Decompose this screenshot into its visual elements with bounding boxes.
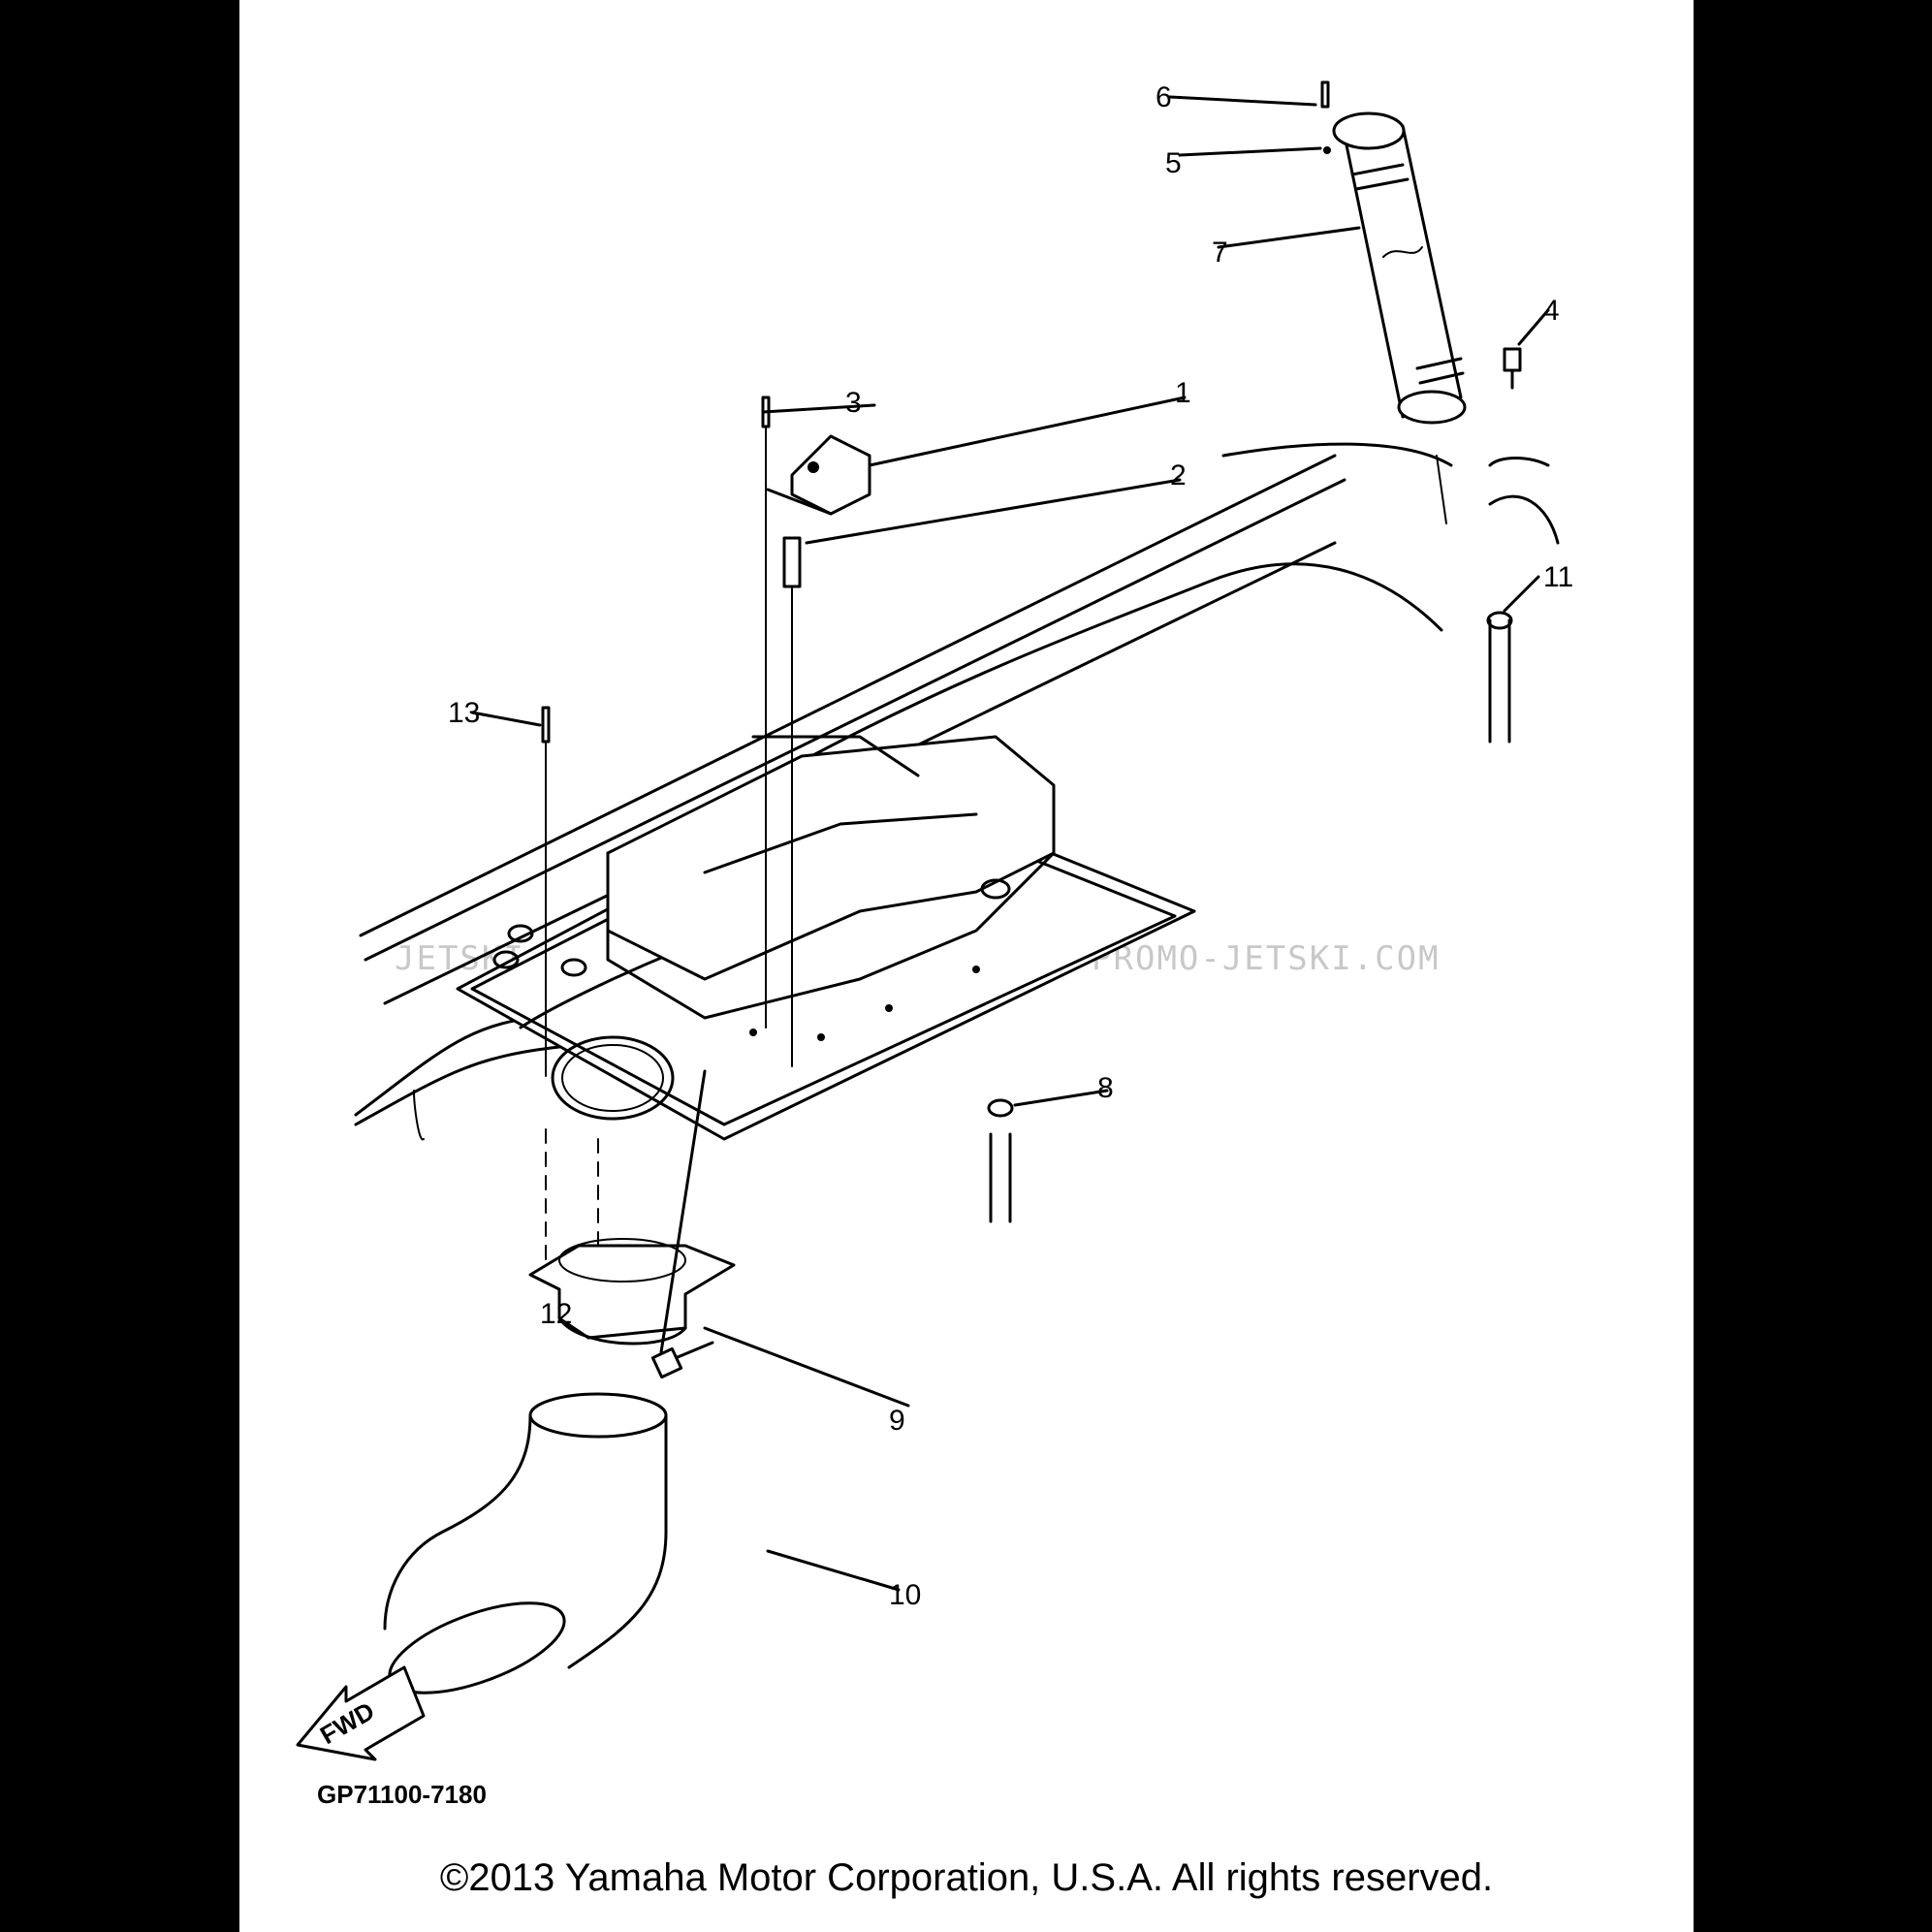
part-4-screw xyxy=(1503,347,1522,390)
part-7-tube xyxy=(1332,111,1467,524)
copyright-footer: ©2013 Yamaha Motor Corporation, U.S.A. A… xyxy=(439,1856,1494,1899)
callout-11: 11 xyxy=(1543,561,1573,593)
callout-5: 5 xyxy=(1165,147,1182,179)
callout-8: 8 xyxy=(1097,1072,1114,1104)
part-13-rivet xyxy=(541,706,551,1276)
part-5-6-rivet xyxy=(1320,80,1331,154)
leader-lines xyxy=(470,95,1550,1592)
part-2-pin xyxy=(782,536,802,588)
callout-2: 2 xyxy=(1170,459,1187,491)
part-10-hose-elbow xyxy=(383,1392,668,1694)
diagram-page: JETSKI.COM · PROMO-JETSKI.COM · PROMO-JE… xyxy=(239,0,1694,1932)
callout-10: 10 xyxy=(889,1579,921,1611)
part-11-grommet xyxy=(1486,611,1513,744)
callout-6: 6 xyxy=(1156,81,1172,113)
part-1-bracket xyxy=(766,434,871,516)
callout-9: 9 xyxy=(889,1405,905,1437)
mounting-plate xyxy=(456,735,1196,1141)
drawing-code: GP71100-7180 xyxy=(317,1780,487,1809)
parts-diagram: JETSKI.COM · PROMO-JETSKI.COM · PROMO-JE… xyxy=(296,80,1573,1809)
callout-1: 1 xyxy=(1175,377,1191,409)
part-9-duct xyxy=(528,1138,736,1346)
callout-12: 12 xyxy=(540,1298,572,1330)
fwd-arrow-icon: FWD xyxy=(296,1665,426,1761)
callout-4: 4 xyxy=(1543,295,1560,327)
callout-7: 7 xyxy=(1212,237,1228,269)
callout-13: 13 xyxy=(448,697,480,729)
part-8-grommet xyxy=(987,1098,1014,1223)
part-3-rivet xyxy=(761,396,793,1067)
part-12-bolt xyxy=(650,1341,714,1379)
callout-3: 3 xyxy=(845,387,862,419)
